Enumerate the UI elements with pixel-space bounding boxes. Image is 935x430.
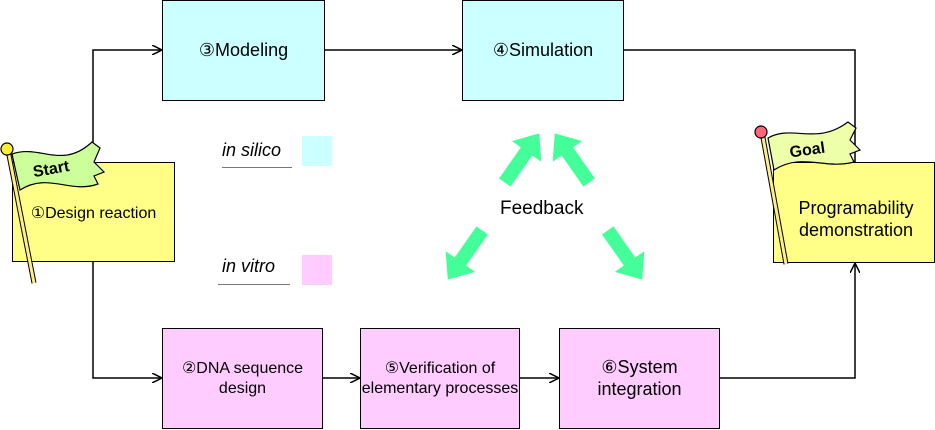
connector-start-dna [92, 262, 161, 378]
system-integration-label: ⑥System integration [597, 356, 682, 399]
simulation-label: ④Simulation [492, 39, 594, 60]
legend-in-vitro-underline [218, 284, 290, 285]
goal-flag-label: Goal [789, 140, 827, 162]
design-reaction-label: ①Design reaction [30, 205, 157, 223]
start-flag: Start [0, 141, 106, 284]
programability-box: Programability demonstration [773, 162, 935, 263]
feedback-label: Feedback [500, 198, 584, 219]
connector-start-modeling [92, 50, 161, 162]
feedback-arrow-down-right [602, 226, 645, 280]
verification-label: ⑤Verification of elementary processes [361, 360, 519, 397]
start-flag-label: Start [32, 158, 72, 181]
feedback-arrow-up-right [552, 133, 595, 187]
verification-box: ⑤Verification of elementary processes [360, 328, 520, 429]
legend-in-silico-swatch [302, 136, 332, 166]
connector-simulation-goal [624, 49, 856, 162]
feedback-arrow-up-left [499, 133, 542, 187]
feedback-arrow-down-left [445, 226, 488, 280]
legend-in-vitro-swatch [302, 255, 332, 285]
programability-label: Programability demonstration [798, 197, 914, 240]
legend-in-vitro-label: in vitro [222, 256, 276, 276]
goal-flag: Goal [754, 121, 862, 265]
legend-in-silico-underline [222, 167, 292, 168]
modeling-box: ③Modeling [162, 0, 325, 101]
modeling-label: ③Modeling [198, 39, 289, 60]
system-integration-box: ⑥System integration [559, 328, 720, 429]
connector-integration-goal [720, 264, 855, 379]
dna-design-label: ②DNA sequence design [181, 360, 304, 397]
legend-in-silico-label: in silico [222, 140, 282, 160]
simulation-box: ④Simulation [462, 0, 624, 101]
dna-design-box: ②DNA sequence design [162, 328, 323, 429]
